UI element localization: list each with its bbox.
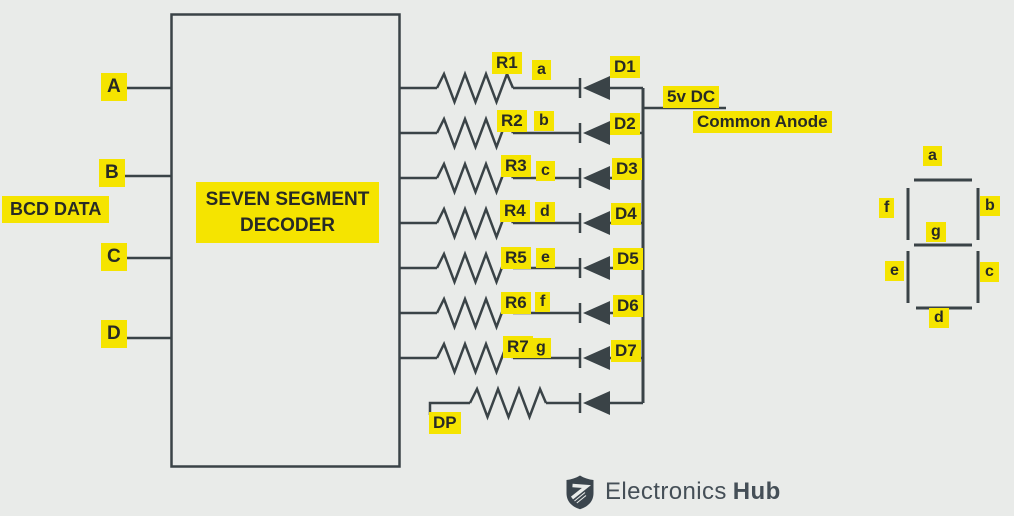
diode-d4 bbox=[583, 211, 610, 235]
resistor-r1 bbox=[435, 70, 515, 106]
display-segment-b-label: b bbox=[980, 196, 1000, 217]
diode-d1 bbox=[583, 76, 610, 100]
resistor-label-r2: R2 bbox=[497, 110, 527, 132]
diode-d6 bbox=[583, 301, 610, 325]
decoder-label-line2: DECODER bbox=[239, 214, 335, 236]
resistor-label-r3: R3 bbox=[501, 155, 531, 177]
decoder-label: SEVEN SEGMENT DECODER bbox=[196, 182, 379, 244]
display-segment-e-label: e bbox=[885, 261, 904, 282]
resistor-label-r5: R5 bbox=[501, 247, 531, 269]
resistor-r7 bbox=[435, 340, 515, 376]
input-pin-a: A bbox=[101, 73, 127, 101]
brand-name-regular: Electronics bbox=[605, 478, 727, 505]
diode-dp bbox=[583, 391, 610, 415]
supply-voltage-label: 5v DC bbox=[663, 86, 720, 108]
segment-label-f: f bbox=[535, 292, 551, 313]
diode-d7 bbox=[583, 346, 610, 370]
segment-label-g: g bbox=[531, 338, 551, 359]
input-pin-d: D bbox=[101, 320, 127, 348]
input-pin-c: C bbox=[101, 243, 127, 271]
display-segment-a-label: a bbox=[923, 146, 942, 167]
diode-label-d2: D2 bbox=[610, 113, 640, 135]
common-anode-label: Common Anode bbox=[693, 111, 832, 133]
resistor-label-r4: R4 bbox=[500, 200, 530, 222]
resistor-label-r6: R6 bbox=[501, 292, 531, 314]
diode-label-d3: D3 bbox=[612, 158, 642, 180]
brand-name-bold: Hub bbox=[732, 478, 781, 505]
diode-label-d6: D6 bbox=[613, 295, 643, 317]
resistor-label-r7: R7 bbox=[503, 336, 533, 358]
segment-label-d: d bbox=[535, 202, 555, 223]
segment-label-a: a bbox=[532, 60, 551, 81]
display-segment-f-label: f bbox=[879, 198, 895, 219]
diode-label-d7: D7 bbox=[611, 340, 641, 362]
diode-d2 bbox=[583, 121, 610, 145]
segment-label-e: e bbox=[536, 248, 555, 269]
diode-d3 bbox=[583, 166, 610, 190]
display-segment-g-label: g bbox=[926, 222, 946, 243]
diode-d5 bbox=[583, 256, 610, 280]
segment-label-c: c bbox=[536, 161, 555, 182]
dp-label: DP bbox=[429, 412, 461, 434]
segment-label-b: b bbox=[534, 111, 554, 132]
bcd-data-label: BCD DATA bbox=[2, 196, 110, 223]
wire-dp-hook bbox=[428, 401, 470, 415]
input-pin-b: B bbox=[99, 159, 125, 187]
diode-label-d5: D5 bbox=[613, 248, 643, 270]
shield-logo-icon bbox=[566, 475, 594, 510]
resistor-dp bbox=[468, 385, 548, 421]
diode-label-d4: D4 bbox=[611, 203, 641, 225]
resistor-label-r1: R1 bbox=[492, 52, 522, 74]
display-segment-d-label: d bbox=[929, 308, 949, 329]
display-segment-c-label: c bbox=[980, 262, 999, 283]
diode-label-d1: D1 bbox=[610, 56, 640, 78]
decoder-label-line1: SEVEN SEGMENT bbox=[205, 189, 370, 210]
